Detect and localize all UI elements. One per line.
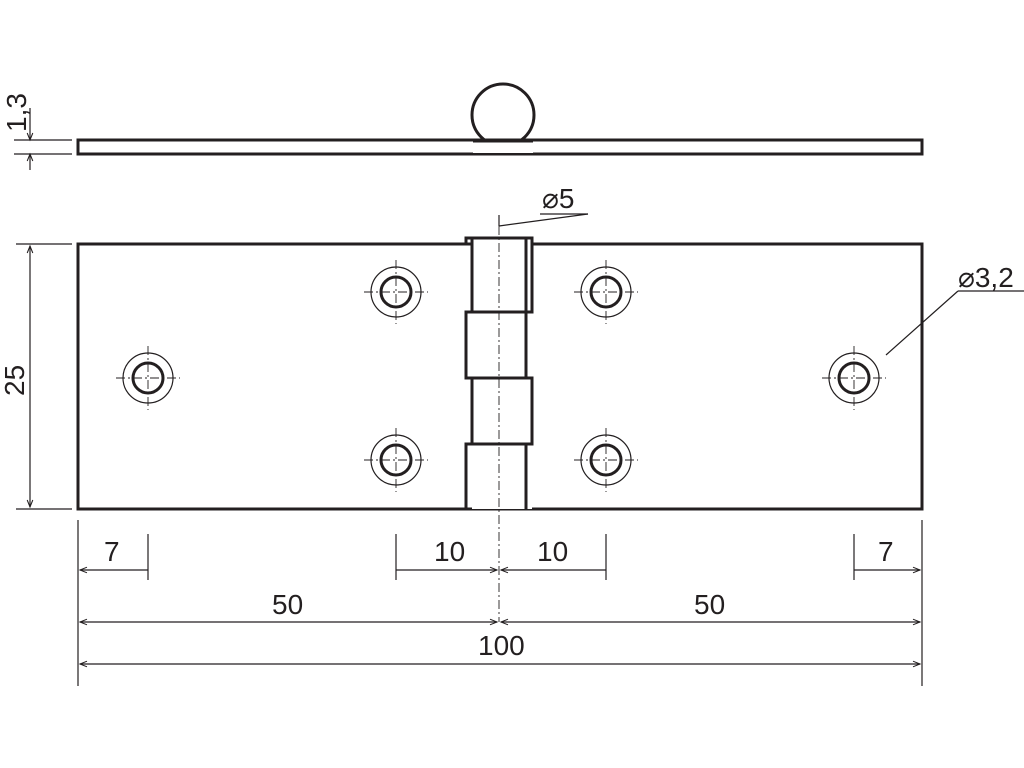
pin-diameter-callout: ⌀5 (498, 183, 589, 227)
overall-length-dimension: 100 (78, 630, 922, 668)
half-left-label: 50 (272, 589, 303, 620)
thickness-label: 1,3 (1, 93, 32, 132)
edge-offset-right-label: 7 (878, 536, 894, 567)
overall-length-label: 100 (478, 630, 525, 661)
hole-inner-right-top (574, 260, 638, 324)
side-view-knuckle (470, 82, 536, 148)
side-view (76, 82, 924, 156)
edge-offset-left-label: 7 (104, 536, 120, 567)
pin-offset-right-label: 10 (537, 536, 568, 567)
mounting-holes (116, 260, 886, 492)
pin-offset-left-label: 10 (434, 536, 465, 567)
hole-diameter-callout: ⌀3,2 (885, 262, 1024, 356)
hole-left-middle (116, 346, 180, 410)
height-label: 25 (0, 365, 30, 396)
hole-inner-left-top (364, 260, 428, 324)
thickness-dimension: 1,3 (1, 93, 72, 170)
offset-dimensions: 7 10 10 7 (78, 536, 922, 574)
front-view (76, 226, 924, 622)
hole-diameter-label: ⌀3,2 (958, 262, 1014, 293)
height-dimension: 25 (0, 243, 72, 510)
half-right-label: 50 (694, 589, 725, 620)
extension-lines (77, 520, 923, 686)
hole-inner-right-bottom (574, 428, 638, 492)
hole-right-middle (822, 346, 886, 410)
hole-inner-left-bottom (364, 428, 428, 492)
half-length-dimensions: 50 50 (78, 589, 922, 626)
pin-diameter-label: ⌀5 (542, 183, 574, 214)
